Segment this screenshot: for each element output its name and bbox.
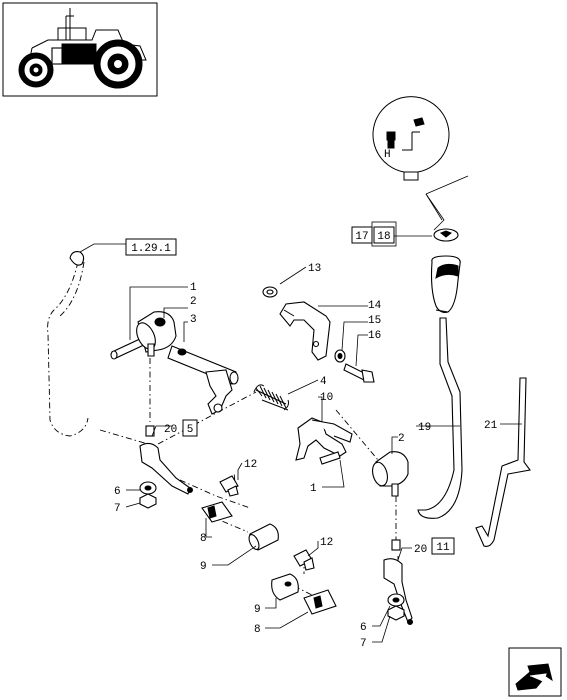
callout-box-17: 17 (351, 226, 373, 244)
collar-2-upper (136, 311, 177, 357)
callout-2-right: 2 (398, 433, 405, 445)
callout-2-upper: 2 (190, 296, 197, 308)
spring-4 (253, 384, 289, 411)
callout-labels: 1 2 3 4 13 14 15 16 10 2 1 12 12 6 7 8 9… (114, 263, 498, 650)
ref-1-29-1-text: 1.29.1 (131, 243, 171, 255)
callout-8-lower: 8 (254, 624, 261, 636)
reference-box-5[interactable]: 5 (182, 419, 198, 437)
callout-14: 14 (368, 300, 382, 312)
reference-box-1-29-1[interactable]: 1.29.1 (125, 238, 177, 256)
spacer-15 (334, 349, 346, 363)
callout-1-lower: 1 (310, 483, 317, 495)
callout-9-lower: 9 (254, 604, 261, 616)
next-page-arrow-icon[interactable] (508, 647, 562, 697)
washer-13 (262, 286, 278, 298)
leader-lines (125, 235, 522, 643)
ref-11-text: 11 (436, 542, 450, 554)
callout-7-left: 7 (114, 503, 121, 515)
callout-12-lower: 12 (320, 537, 333, 549)
callout-6-right: 6 (360, 622, 367, 634)
left-lever-assembly (47, 243, 126, 437)
reference-box-11[interactable]: 11 (431, 537, 455, 555)
callout-16: 16 (368, 330, 381, 342)
selector-finger-left (139, 425, 193, 495)
nut-7-right (387, 605, 405, 621)
callout-21: 21 (484, 420, 498, 432)
callout-19: 19 (418, 422, 431, 434)
callout-6-left: 6 (114, 486, 121, 498)
callout-17-18-frame (371, 221, 397, 247)
callout-12-upper: 12 (244, 459, 257, 471)
nut-7-left (139, 493, 157, 509)
plunger-12-lower (293, 549, 315, 571)
callout-box-18: 18 (373, 226, 395, 244)
cylinder-9-lower (271, 573, 299, 601)
shaft-3 (167, 345, 239, 415)
callout-15: 15 (368, 315, 381, 327)
callout-17: 17 (355, 231, 368, 243)
callout-7-right: 7 (360, 638, 367, 650)
callout-20-left: 20 (164, 424, 177, 436)
tractor-thumbnail-icon[interactable] (2, 2, 158, 97)
callout-18: 18 (377, 231, 390, 243)
ref-5-text: 5 (187, 424, 194, 436)
callout-3: 3 (190, 314, 197, 326)
plunger-12-upper (219, 475, 239, 497)
block-8-lower (303, 589, 337, 615)
fork-10 (295, 417, 353, 465)
callout-10: 10 (320, 392, 333, 404)
callout-13: 13 (308, 263, 321, 275)
callout-8-upper: 8 (200, 533, 207, 545)
callout-4: 4 (320, 376, 327, 388)
callout-9-upper: 9 (200, 561, 207, 573)
block-8-upper (201, 501, 233, 523)
shift-lever-19 (417, 317, 463, 519)
bolt-16 (343, 363, 375, 383)
svg-text:H: H (384, 149, 391, 161)
collar-2-right (372, 451, 409, 497)
callout-20-right: 20 (414, 544, 427, 556)
shift-lever-21 (475, 377, 531, 547)
bracket-14 (279, 301, 331, 361)
callout-1-upper: 1 (190, 282, 197, 294)
cylinder-9-upper (248, 523, 279, 551)
gear-range-symbol-icon: H (372, 96, 450, 181)
shift-knob (430, 255, 461, 313)
